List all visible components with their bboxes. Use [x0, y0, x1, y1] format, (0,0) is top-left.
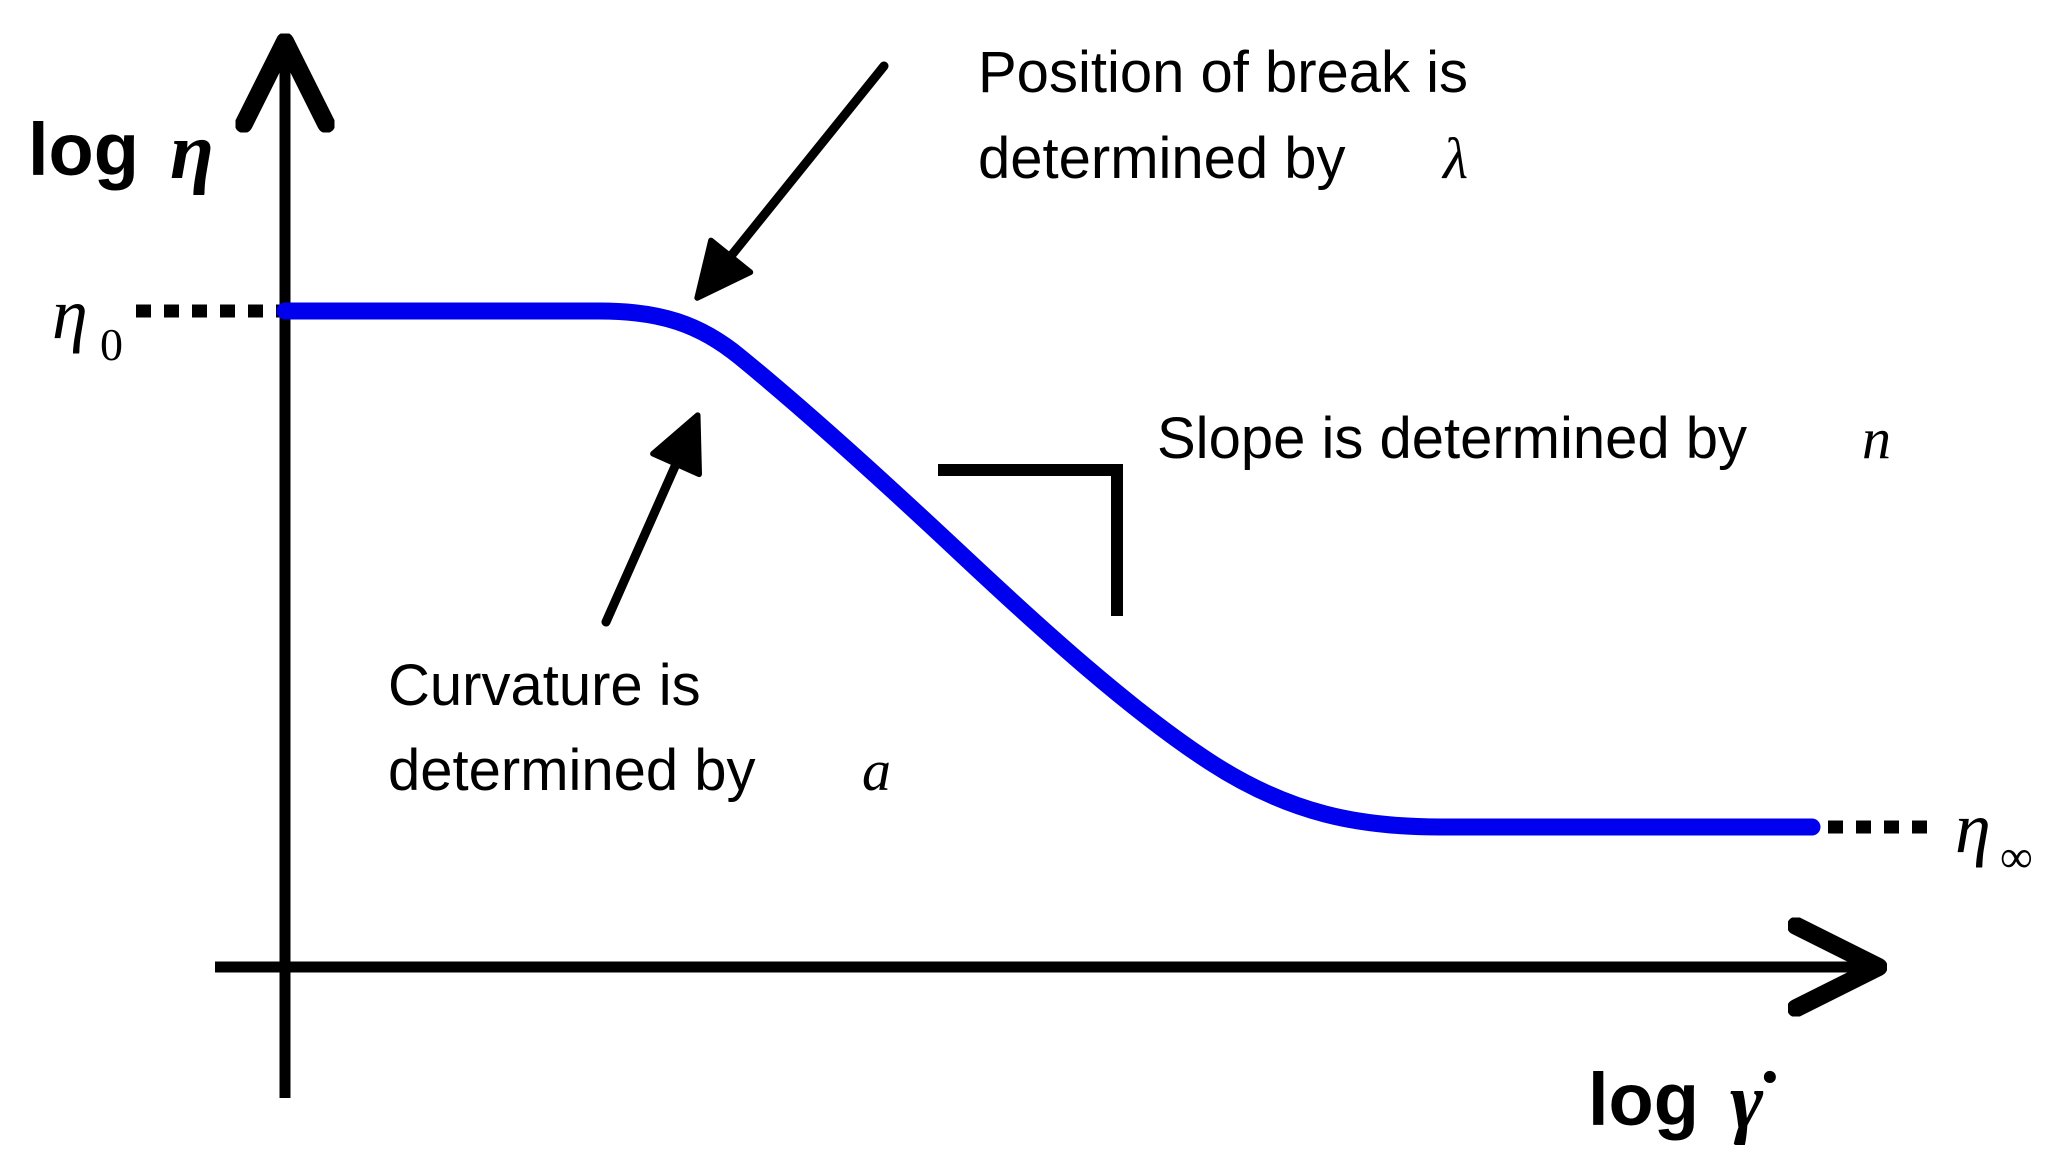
annotation-slope: Slope is determined by n — [1157, 406, 1891, 471]
annotation-curvature: Curvature is determined by a — [388, 653, 891, 803]
slope-triangle — [938, 464, 1123, 616]
slope-line1-prefix: Slope is determined by — [1157, 406, 1747, 471]
break-position-line1: Position of break is — [978, 40, 1468, 105]
eta-zero-symbol: η — [52, 274, 88, 354]
eta-infinity-reference: η ∞ — [1800, 788, 2033, 882]
break-position-line2: determined by — [978, 126, 1346, 191]
curvature-line2-prefix: determined by — [388, 738, 756, 803]
curvature-line2: determined by — [388, 738, 756, 803]
curvature-a-symbol: a — [862, 738, 891, 803]
eta-infinity-subscript: ∞ — [2000, 831, 2033, 882]
eta-zero-subscript: 0 — [100, 319, 123, 370]
axes-group — [215, 58, 1862, 1098]
x-axis-label-log: log — [1588, 1058, 1699, 1141]
curvature-line1: Curvature is — [388, 653, 701, 718]
break-position-lambda: λ — [1441, 126, 1468, 191]
annotation-break-position: Position of break is determined by λ — [978, 40, 1468, 191]
break-position-line2-prefix: determined by — [978, 126, 1346, 191]
curvature-arrow — [601, 412, 702, 627]
eta-infinity-symbol: η — [1955, 788, 1991, 868]
y-axis-label-eta: η — [170, 108, 214, 196]
break-position-arrow — [694, 61, 889, 301]
eta-zero-reference: η 0 — [52, 274, 300, 370]
y-axis-label-log: log — [28, 108, 139, 191]
y-axis-label: log η — [28, 108, 214, 196]
slope-line1: Slope is determined by — [1157, 406, 1747, 471]
slope-n-symbol: n — [1862, 406, 1891, 471]
x-axis-label: log γ̇ — [1588, 1058, 1776, 1146]
viscosity-curve — [276, 302, 1821, 836]
